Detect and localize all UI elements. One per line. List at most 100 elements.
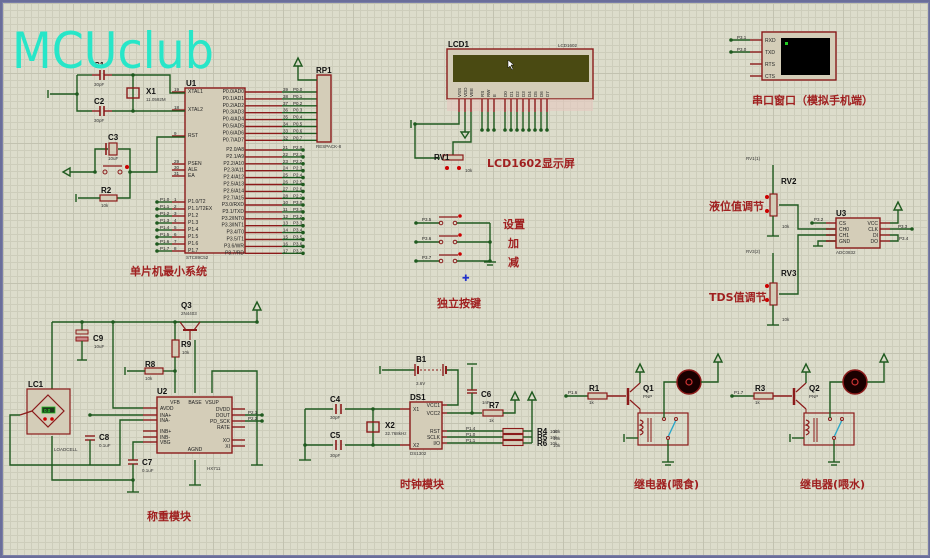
net-terminal[interactable] bbox=[155, 249, 159, 253]
b1-ref: B1 bbox=[416, 355, 427, 364]
net-terminal[interactable] bbox=[539, 128, 543, 132]
net-terminal[interactable] bbox=[414, 240, 418, 244]
net-terminal[interactable] bbox=[521, 128, 525, 132]
motor-icon[interactable] bbox=[676, 369, 702, 395]
net-terminal[interactable] bbox=[155, 214, 159, 218]
net-terminal[interactable] bbox=[301, 182, 305, 187]
net-label: P0.4 bbox=[293, 115, 303, 120]
net-terminal[interactable] bbox=[301, 244, 305, 249]
net-terminal[interactable] bbox=[301, 203, 305, 207]
r6-resistor[interactable] bbox=[502, 439, 524, 447]
net-terminal[interactable] bbox=[301, 237, 305, 242]
u2-pin-name: BASE bbox=[188, 400, 202, 406]
net-terminal[interactable] bbox=[910, 227, 914, 231]
net-terminal[interactable] bbox=[729, 38, 733, 42]
net-terminal[interactable] bbox=[260, 419, 264, 423]
net-terminal[interactable] bbox=[810, 221, 814, 225]
net-terminal[interactable] bbox=[515, 128, 519, 132]
r1-resistor[interactable] bbox=[587, 392, 608, 400]
net-terminal[interactable] bbox=[155, 207, 159, 211]
net-terminal[interactable] bbox=[301, 148, 305, 152]
net-terminal[interactable] bbox=[301, 175, 305, 180]
c6-val: 1nF bbox=[482, 400, 490, 405]
net-terminal[interactable] bbox=[730, 394, 734, 398]
r4-resistor[interactable] bbox=[502, 427, 524, 435]
terminal-pin-name: RXD bbox=[765, 38, 776, 44]
u3-adc0832[interactable]: U3 ADC0832 CSCH0CH1GNDVCCCLKDIDOP3.2P3.3… bbox=[810, 200, 914, 255]
ds1-ds1302[interactable]: DS1 DS1302 X1X2VCC1VCC2RSTP1.4SCLKP1.0I/… bbox=[400, 393, 476, 456]
net-terminal[interactable] bbox=[155, 228, 159, 232]
q1-part: PNP bbox=[643, 394, 652, 399]
key-contact bbox=[438, 258, 444, 264]
u1-pin-name: P0.5/AD5 bbox=[223, 124, 245, 130]
net-terminal[interactable] bbox=[155, 200, 159, 204]
lcd-pin-name: D2 bbox=[515, 91, 520, 97]
net-terminal[interactable] bbox=[564, 394, 568, 398]
u1-pin-num: 12 bbox=[283, 214, 289, 219]
net-terminal[interactable] bbox=[301, 217, 305, 221]
push-button-key-2[interactable]: P3.6 bbox=[414, 233, 492, 245]
net-terminal[interactable] bbox=[545, 128, 549, 132]
motor-icon[interactable] bbox=[842, 369, 868, 395]
u2-pin-name: XI bbox=[225, 444, 230, 450]
push-button-key-1[interactable]: P3.5 bbox=[414, 214, 490, 226]
net-terminal[interactable] bbox=[492, 128, 496, 132]
rp1-body[interactable] bbox=[316, 74, 332, 143]
relay-coil-icon bbox=[638, 419, 644, 436]
section-title-tds-adjust: TDS值调节 bbox=[709, 290, 767, 304]
q3-transistor[interactable] bbox=[175, 321, 201, 340]
net-terminal[interactable] bbox=[301, 162, 305, 166]
net-terminal[interactable] bbox=[414, 221, 418, 225]
net-terminal[interactable] bbox=[301, 251, 305, 256]
u3-pin-name: DO bbox=[871, 239, 879, 245]
u1-pin-num: 3 bbox=[174, 211, 177, 216]
net-terminal[interactable] bbox=[301, 189, 305, 194]
net-terminal[interactable] bbox=[301, 210, 305, 214]
net-terminal[interactable] bbox=[527, 128, 531, 132]
r5-resistor[interactable] bbox=[502, 433, 524, 441]
net-terminal[interactable] bbox=[301, 230, 305, 235]
net-terminal[interactable] bbox=[301, 223, 305, 228]
ds1-pin-name: RST bbox=[430, 429, 440, 435]
u1-body[interactable] bbox=[184, 87, 246, 254]
r3-resistor[interactable] bbox=[753, 392, 774, 400]
rp1-respack[interactable]: RP1 RESPACK-8 bbox=[292, 56, 342, 149]
u1-pin-num: 34 bbox=[283, 122, 289, 127]
net-terminal[interactable] bbox=[509, 128, 513, 132]
net-terminal[interactable] bbox=[533, 128, 537, 132]
net-terminal[interactable] bbox=[480, 128, 484, 132]
independent-keys[interactable]: P3.5P3.6P3.7 bbox=[414, 214, 492, 264]
net-terminal[interactable] bbox=[301, 196, 305, 201]
net-terminal[interactable] bbox=[155, 242, 159, 246]
q2-ref: Q2 bbox=[809, 384, 820, 393]
relay-body[interactable] bbox=[637, 412, 689, 446]
net-terminal[interactable] bbox=[729, 50, 733, 54]
r7-ref: R7 bbox=[489, 401, 500, 410]
net-terminal[interactable] bbox=[503, 128, 507, 132]
u1-pin-name: P3.5/T1 bbox=[226, 237, 244, 243]
relay-body[interactable] bbox=[803, 412, 855, 446]
net-terminal[interactable] bbox=[155, 235, 159, 239]
net-terminal[interactable] bbox=[486, 128, 490, 132]
rp1-power-wire bbox=[297, 66, 317, 81]
relay-contact bbox=[832, 436, 836, 440]
net-terminal[interactable] bbox=[301, 168, 305, 173]
net-terminal[interactable] bbox=[260, 413, 264, 417]
lc1-loadcell[interactable]: 0.0 bbox=[19, 388, 71, 435]
terminal-screen[interactable] bbox=[781, 38, 830, 75]
net-label: P0.1 bbox=[293, 94, 303, 99]
net-terminal[interactable] bbox=[155, 221, 159, 225]
net-terminal[interactable] bbox=[301, 155, 305, 159]
lcd-screen[interactable] bbox=[453, 55, 589, 82]
net-label: P1.1 bbox=[160, 204, 170, 209]
net-terminal[interactable] bbox=[414, 259, 418, 263]
push-button-key-3[interactable]: P3.7 bbox=[414, 252, 492, 264]
